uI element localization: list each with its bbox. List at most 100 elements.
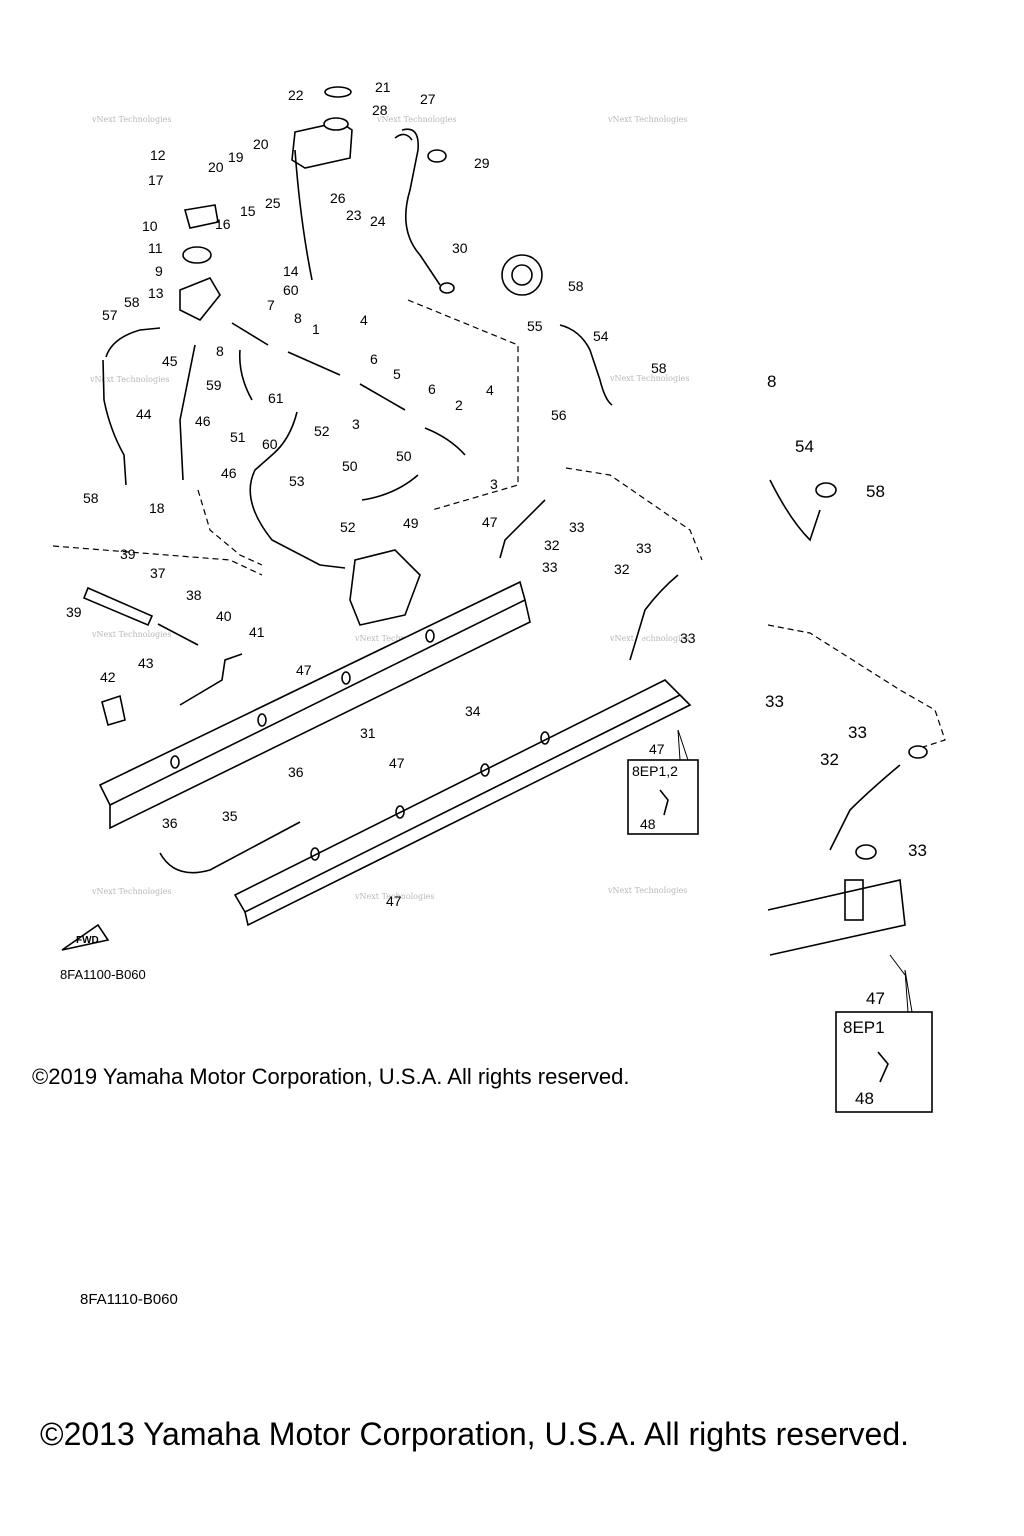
heat-exchanger-31-side <box>109 599 531 830</box>
callout: 36 <box>288 764 304 780</box>
callout: 39 <box>66 604 82 620</box>
hose-7 <box>231 322 269 346</box>
copyright-2013: ©2013 Yamaha Motor Corporation, U.S.A. A… <box>40 1416 910 1452</box>
callout: 32 <box>614 561 630 577</box>
thermostat-housing <box>179 277 221 322</box>
callout: 47 <box>389 755 405 771</box>
hose-2 <box>424 427 466 456</box>
pump-cover <box>501 254 543 296</box>
callout: 24 <box>370 213 386 229</box>
watermark: vNext Technologies <box>89 375 169 384</box>
connection-line <box>52 545 263 576</box>
hose-32-b <box>629 574 679 661</box>
callout: 8 <box>216 343 224 359</box>
detail-clamp-58 <box>815 482 837 498</box>
callout: 52 <box>314 423 330 439</box>
reservoir-cap <box>323 117 349 131</box>
watermarks: vNext Technologies vNext Technologies vN… <box>89 115 689 901</box>
pipe-1 <box>287 351 341 376</box>
callout: 31 <box>360 725 376 741</box>
fwd-label: FWD <box>76 935 99 946</box>
callout: 42 <box>100 669 116 685</box>
callout: 28 <box>372 102 388 118</box>
callout: 58 <box>651 360 667 376</box>
callout: 33 <box>908 841 927 860</box>
callout: 20 <box>253 136 269 152</box>
main-callouts: 1 2 3 3 4 4 5 6 6 7 8 8 9 10 11 12 13 14… <box>66 79 696 909</box>
callout: 57 <box>102 307 118 323</box>
callout: 34 <box>465 703 481 719</box>
callout: 58 <box>83 490 99 506</box>
callout: 9 <box>155 263 163 279</box>
callout: 15 <box>240 203 256 219</box>
hose-57 <box>105 327 161 358</box>
callout: 36 <box>162 815 178 831</box>
callout: 7 <box>267 297 275 313</box>
variant-box-label: 8EP1,2 <box>632 763 678 779</box>
main-drawing: FWD 8EP1,2 48 <box>52 86 703 951</box>
hose-44 <box>179 344 196 481</box>
bolt-48-icon <box>877 1051 889 1083</box>
hose-25 <box>294 149 313 281</box>
cap-42 <box>101 694 126 727</box>
callout: 3 <box>490 476 498 492</box>
connection-line <box>565 467 703 561</box>
callout: 19 <box>228 149 244 165</box>
pump-cover-inner <box>511 264 533 286</box>
detail-clamp-33 <box>908 745 928 759</box>
callout: 33 <box>569 519 585 535</box>
callout: 33 <box>542 559 558 575</box>
exchanger-holes <box>170 629 550 861</box>
callout: 30 <box>452 240 468 256</box>
variant-box <box>627 759 699 835</box>
callout: 49 <box>403 515 419 531</box>
callout: 56 <box>551 407 567 423</box>
callout: 58 <box>866 482 885 501</box>
watermark: vNext Technologies <box>609 634 689 643</box>
pipe-41 <box>179 653 243 706</box>
callout: 29 <box>474 155 490 171</box>
callout: 39 <box>120 546 136 562</box>
callout: 23 <box>346 207 362 223</box>
callout: 47 <box>482 514 498 530</box>
callout: 13 <box>148 285 164 301</box>
callout: 50 <box>342 458 358 474</box>
clamp-30 <box>439 282 455 294</box>
hose-54 <box>559 324 613 406</box>
callout: 22 <box>288 87 304 103</box>
callout: 41 <box>249 624 265 640</box>
watermark: vNext Technologies <box>609 374 689 383</box>
callout: 35 <box>222 808 238 824</box>
callout: 33 <box>636 540 652 556</box>
callout: 55 <box>527 318 543 334</box>
callout: 33 <box>848 723 867 742</box>
detail-variant-part: 48 <box>855 1089 874 1108</box>
detail-clamp-33b <box>855 844 877 860</box>
callout: 12 <box>150 147 166 163</box>
callout: 37 <box>150 565 166 581</box>
cap-21 <box>324 86 352 98</box>
callout: 17 <box>148 172 164 188</box>
callout: 2 <box>455 397 463 413</box>
watermark: vNext Technologies <box>354 892 434 901</box>
callout: 40 <box>216 608 232 624</box>
callout: 18 <box>149 500 165 516</box>
callout: 58 <box>568 278 584 294</box>
callout: 51 <box>230 429 246 445</box>
watermark: vNext Technologies <box>91 887 171 896</box>
callout: 21 <box>375 79 391 95</box>
hose-5 <box>359 383 406 411</box>
callout: 8 <box>767 372 776 391</box>
callout: 61 <box>268 390 284 406</box>
callout: 11 <box>148 240 163 256</box>
hose-49 <box>361 474 419 501</box>
callout: 14 <box>283 263 299 279</box>
heat-exchanger-34 <box>233 679 682 914</box>
callout: 26 <box>330 190 346 206</box>
clamp-29 <box>427 149 447 163</box>
detail-connection-line <box>767 624 946 749</box>
watermark: vNext Technologies <box>376 115 456 124</box>
detail-bolt-leader <box>889 954 906 976</box>
callout: 10 <box>142 218 158 234</box>
